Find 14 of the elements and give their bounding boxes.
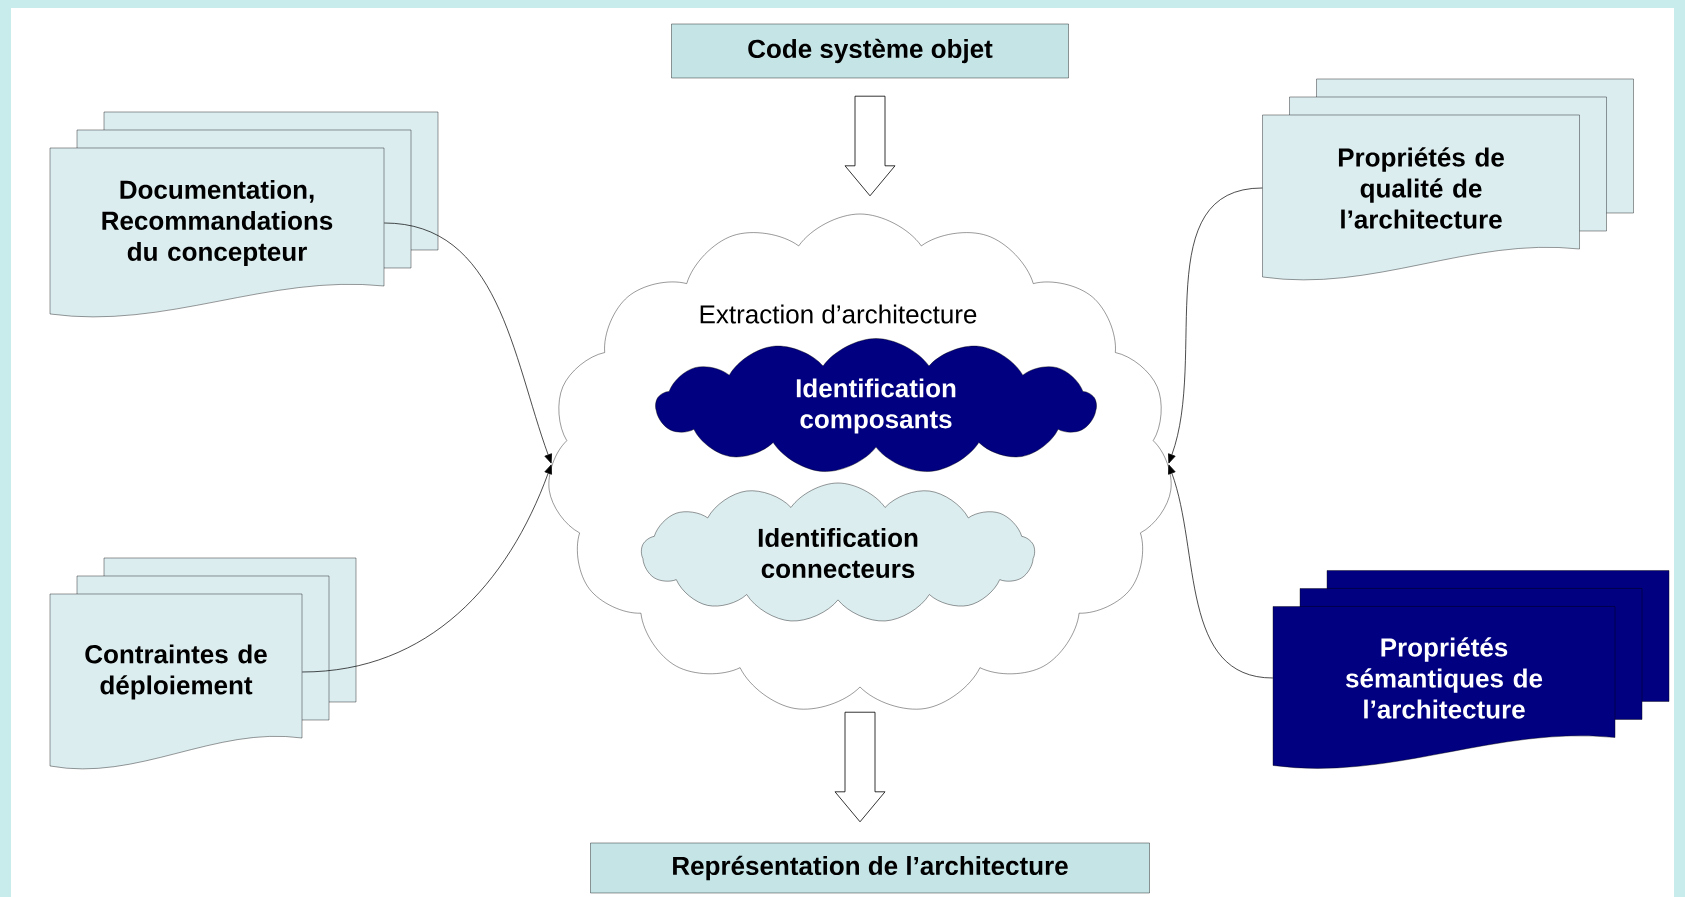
document-stack: Documentation, Recommandations du concepteur — [49, 111, 439, 317]
title-box: Représentation de l’architecture — [590, 842, 1150, 894]
document-stack: Propriétés de qualité de l’architecture — [1262, 78, 1634, 280]
curved-arrow — [1168, 464, 1274, 679]
title-box: Code système objet — [671, 23, 1069, 79]
cloud: Identification connecteurs — [641, 482, 1035, 622]
curved-arrow — [383, 222, 552, 464]
curved-arrow — [301, 464, 552, 673]
document-stack: Propriétés sémantiques de l’architecture — [1272, 570, 1670, 769]
cloud: Identification composants — [655, 338, 1097, 472]
curved-arrow — [1168, 187, 1263, 464]
block-arrow — [844, 95, 896, 197]
document-stack: Contraintes de déploiement — [49, 557, 357, 769]
block-arrow — [834, 711, 886, 823]
